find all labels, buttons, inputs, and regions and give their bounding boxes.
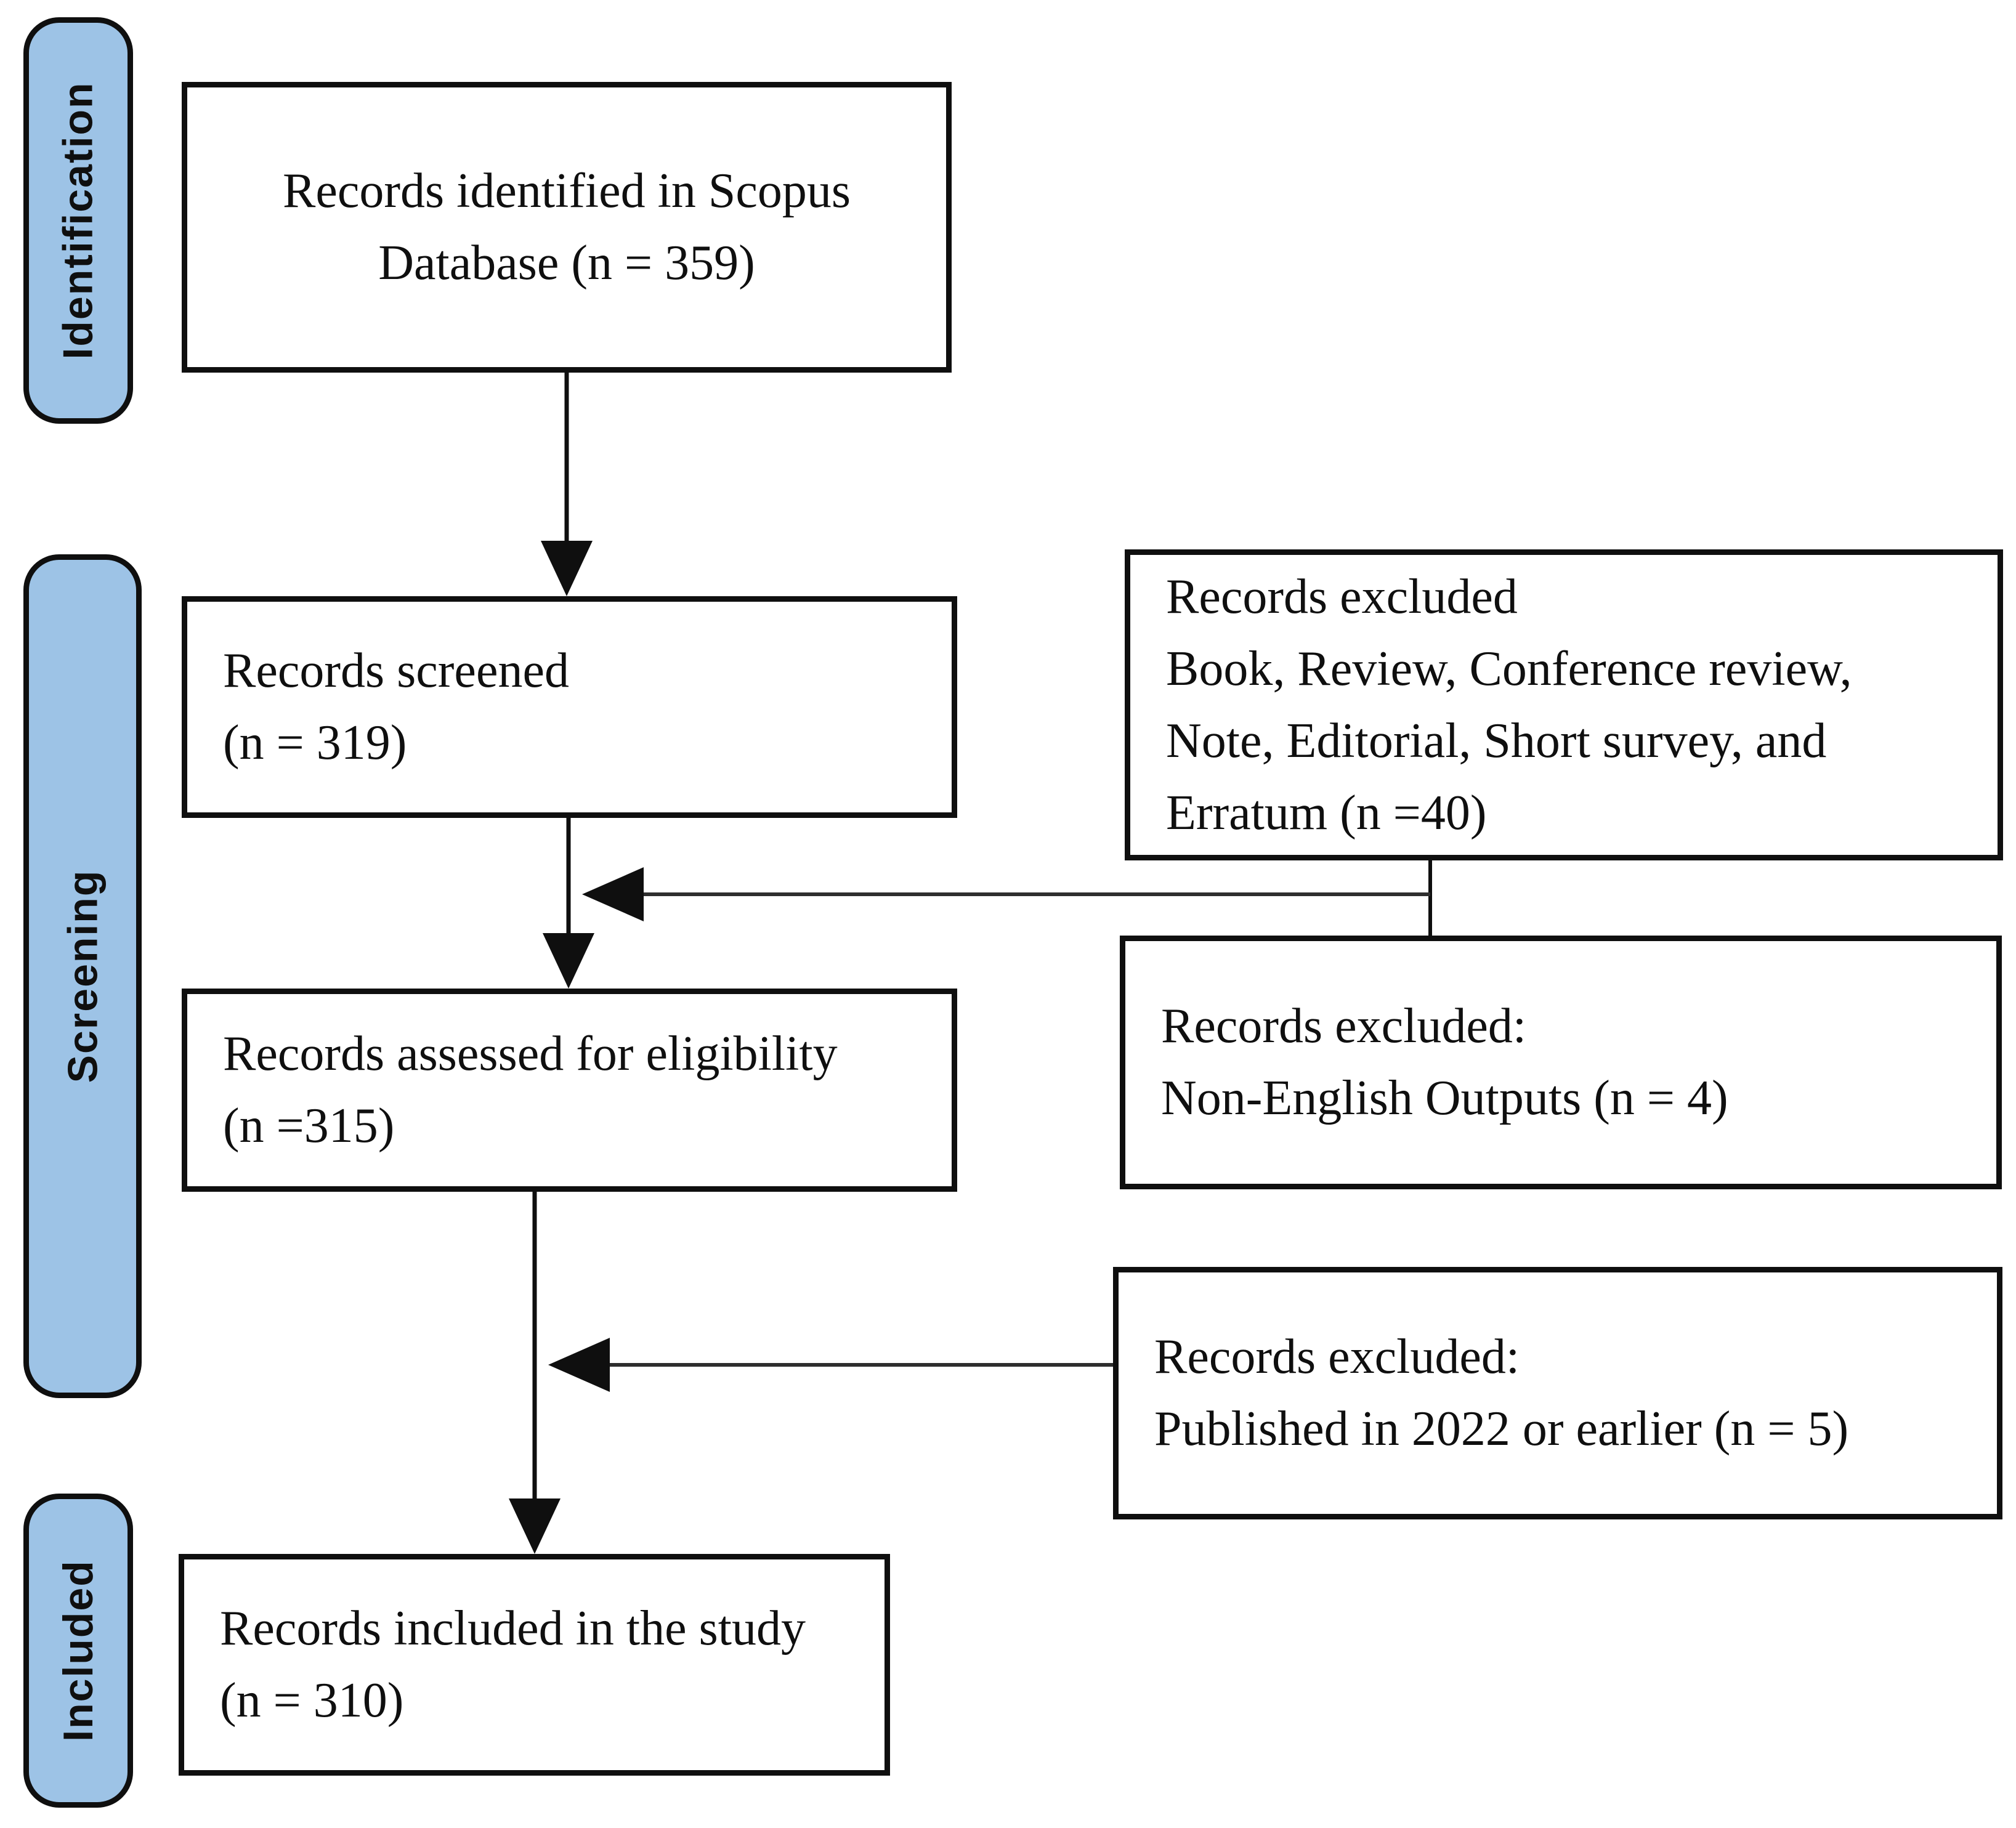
box-excluded-screening-line1: Records excluded [1166, 569, 1518, 624]
box-records-screened-line2: (n = 319) [223, 716, 407, 770]
box-excluded-non-english-line1: Records excluded: [1161, 999, 1527, 1053]
box-excluded-screening-line3: Note, Editorial, Short survey, and [1166, 713, 1827, 768]
arrow-identified-to-screened-head [541, 541, 593, 596]
box-excluded-year-line2: Published in 2022 or earlier (n = 5) [1154, 1402, 1849, 1456]
stage-identification: Identification [23, 17, 133, 424]
box-excluded-non-english-line2: Non-English Outputs (n = 4) [1161, 1071, 1728, 1125]
stage-identification-label: Identification [55, 81, 102, 360]
box-records-included-line2: (n = 310) [220, 1673, 404, 1728]
stage-screening-label: Screening [59, 869, 106, 1083]
box-excluded-non-english: Records excluded: Non-English Outputs (n… [1120, 936, 2002, 1189]
box-records-assessed: Records assessed for eligibility (n =315… [182, 989, 957, 1192]
box-records-assessed-line1: Records assessed for eligibility [223, 1027, 838, 1081]
box-excluded-screening-line2: Book, Review, Conference review, [1166, 641, 1852, 696]
arrow-excluded3-head [548, 1338, 610, 1392]
arrow-excluded1-head [582, 867, 644, 921]
stage-included-label: Included [55, 1559, 102, 1742]
box-records-assessed-line2: (n =315) [223, 1099, 395, 1153]
stage-screening: Screening [23, 554, 142, 1398]
box-excluded-year-line1: Records excluded: [1154, 1330, 1520, 1384]
box-records-identified: Records identified in Scopus Database (n… [182, 82, 952, 373]
arrow-screened-to-assessed-head [543, 933, 594, 989]
stage-included: Included [23, 1494, 133, 1808]
box-excluded-screening-line4: Erratum (n =40) [1166, 785, 1487, 840]
box-records-included: Records included in the study (n = 310) [179, 1554, 890, 1776]
box-excluded-year: Records excluded: Published in 2022 or e… [1113, 1267, 2002, 1519]
box-records-included-line1: Records included in the study [220, 1601, 806, 1656]
box-records-screened-line1: Records screened [223, 644, 569, 698]
box-excluded-screening: Records excluded Book, Review, Conferenc… [1125, 549, 2003, 860]
arrow-assessed-to-included-head [509, 1498, 561, 1554]
box-records-screened: Records screened (n = 319) [182, 596, 957, 818]
box-records-identified-line1: Records identified in Scopus [282, 164, 851, 218]
box-records-identified-line2: Database (n = 359) [378, 236, 755, 290]
